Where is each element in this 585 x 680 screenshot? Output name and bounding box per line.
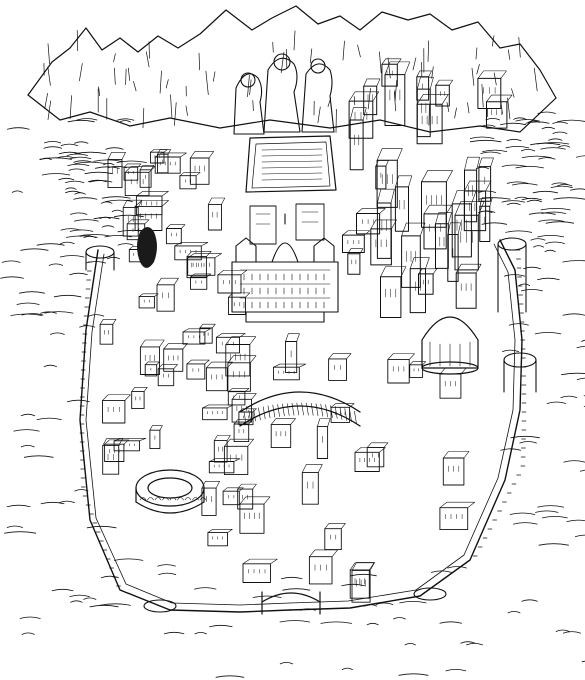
west-district-buildings-icon	[99, 149, 254, 476]
domed-palace-icon	[231, 213, 339, 323]
domed-rotunda-icon	[421, 316, 479, 375]
reflecting-pool-icon	[245, 135, 337, 193]
arched-bridge-icon	[239, 391, 361, 427]
wall-towers	[85, 237, 537, 613]
gatehouse-icon	[261, 591, 321, 615]
east-district-tower-cluster-icon	[342, 58, 513, 318]
city-wall-icon	[79, 239, 527, 613]
giant-statues-icon	[233, 53, 335, 135]
plaza-buildings	[249, 203, 325, 245]
smoke-plume	[137, 227, 157, 268]
arena-icon	[135, 469, 207, 514]
mountain-range-icon	[27, 5, 557, 133]
